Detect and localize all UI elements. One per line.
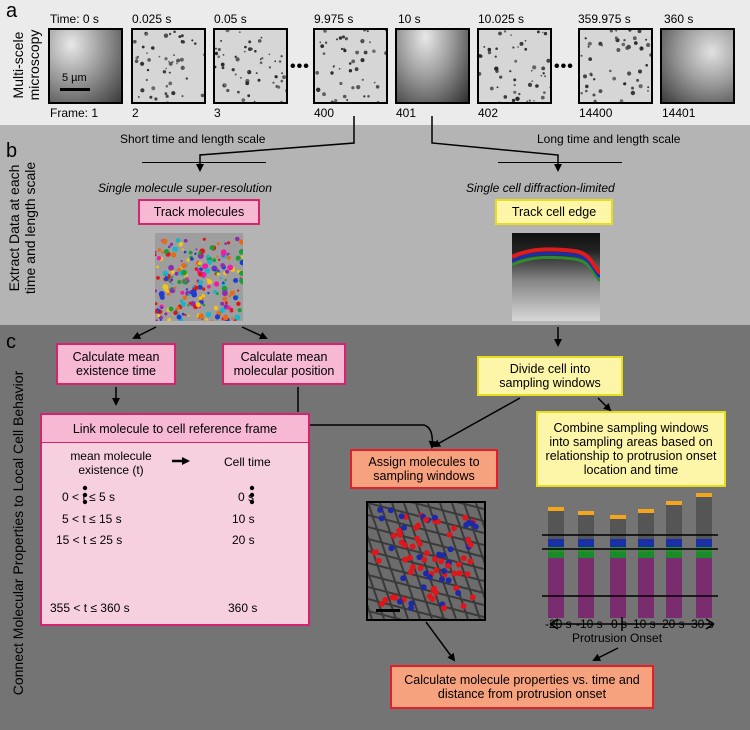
left-method-label: Single molecule super-resolution <box>98 181 272 195</box>
link-row-3-time: 20 s <box>232 533 255 547</box>
track-molecules-box: Track molecules <box>138 199 260 225</box>
frame-label-14400: 14400 <box>579 106 613 120</box>
combine-windows-box: Combine sampling windows into sampling a… <box>536 411 726 487</box>
microscopy-frame-14400 <box>578 28 653 104</box>
cell-edge-image <box>512 233 600 321</box>
divide-cell-box: Divide cell into sampling windows <box>477 356 623 396</box>
time-label-3: 9.975 s <box>314 12 354 26</box>
right-divider-line <box>498 162 622 163</box>
frame-label-401: 401 <box>396 106 417 120</box>
sampling-windows-image <box>366 501 486 621</box>
final-calculation-box: Calculate molecule properties vs. time a… <box>390 665 654 709</box>
right-method-label: Single cell diffraction-limited <box>466 181 615 195</box>
track-edge-box: Track cell edge <box>495 199 613 225</box>
x-tick-20: 20 s <box>662 617 685 631</box>
microscopy-frame-401 <box>395 28 470 104</box>
protrusion-onset-label: Protrusion Onset <box>572 631 663 645</box>
panel-letter-c: c <box>6 331 16 353</box>
link-col1-header: mean molecule existence (t) <box>70 449 152 477</box>
sampling-areas-graphic <box>542 493 718 631</box>
molecule-tracks-graphic <box>155 236 243 321</box>
microscopy-frame-1: 5 µm <box>48 28 123 104</box>
panel-a: a Multi-scele microscopy Time: 0 s 0.025… <box>0 0 750 125</box>
x-tick-0: 0 s <box>611 617 628 631</box>
time-label-4: 10 s <box>398 12 421 26</box>
link-row-3-range: 15 < t ≤ 25 s <box>56 533 123 547</box>
long-scale-label: Long time and length scale <box>537 132 681 146</box>
panel-c: c Connect Molecular Properties to Local … <box>0 325 750 730</box>
x-tick-30: 30 s <box>691 617 714 631</box>
microscopy-frame-400 <box>313 28 388 104</box>
panel-letter-a: a <box>6 0 18 22</box>
sampling-windows-graphic <box>368 503 484 619</box>
microscopy-frame-2 <box>131 28 206 104</box>
link-row-1-range: 0 < t ≤ 5 s <box>62 490 115 504</box>
link-row-2-time: 10 s <box>232 512 255 526</box>
link-row-4-time: 360 s <box>228 601 258 615</box>
time-label-2: 0.05 s <box>214 12 247 26</box>
tracked-molecules-image <box>155 233 243 321</box>
x-tick-neg10: -10 s <box>576 617 603 631</box>
time-label-5: 10.025 s <box>478 12 525 26</box>
frame-label-2: 2 <box>132 106 139 120</box>
link-col2-header: Cell time <box>224 455 271 469</box>
link-row-1-time: 0 s <box>238 490 255 504</box>
scale-bar-label: 5 µm <box>62 72 87 84</box>
frames-ellipsis-2: ••• <box>554 58 574 75</box>
microscopy-frame-3 <box>213 28 288 104</box>
frames-ellipsis-1: ••• <box>290 58 310 75</box>
link-title: Link molecule to cell reference frame <box>42 415 308 443</box>
frame-label-3: 3 <box>214 106 221 120</box>
frame-label-1: Frame: 1 <box>50 106 99 120</box>
link-row-4-range: 355 < t ≤ 360 s <box>50 601 130 615</box>
time-label-0: Time: 0 s <box>50 12 99 26</box>
calc-position-box: Calculate mean molecular position <box>222 343 346 385</box>
left-divider-line <box>142 162 266 163</box>
panel-letter-b: b <box>6 140 18 162</box>
cell-edge-graphic <box>512 247 600 283</box>
calc-existence-box: Calculate mean existence time <box>56 343 176 385</box>
time-label-7: 360 s <box>664 12 694 26</box>
microscopy-frame-14401 <box>660 28 735 104</box>
link-row-2-range: 5 < t ≤ 15 s <box>62 512 122 526</box>
x-tick-neg20: -20 s <box>545 617 572 631</box>
assign-molecules-box: Assign molecules to sampling windows <box>350 449 498 489</box>
frame-label-402: 402 <box>478 106 499 120</box>
frame-label-400: 400 <box>314 106 335 120</box>
x-tick-10: 10 s <box>633 617 656 631</box>
microscopy-frame-402 <box>477 28 552 104</box>
time-label-1: 0.025 s <box>132 12 172 26</box>
short-scale-label: Short time and length scale <box>120 132 266 146</box>
link-reference-frame-box: Link molecule to cell reference frame me… <box>40 413 310 626</box>
frame-label-14401: 14401 <box>662 106 696 120</box>
link-ellipsis-dots <box>82 485 255 505</box>
panel-b: b Extract Data at each time and length s… <box>0 125 750 325</box>
scale-bar <box>60 88 90 91</box>
time-label-6: 359.975 s <box>578 12 631 26</box>
